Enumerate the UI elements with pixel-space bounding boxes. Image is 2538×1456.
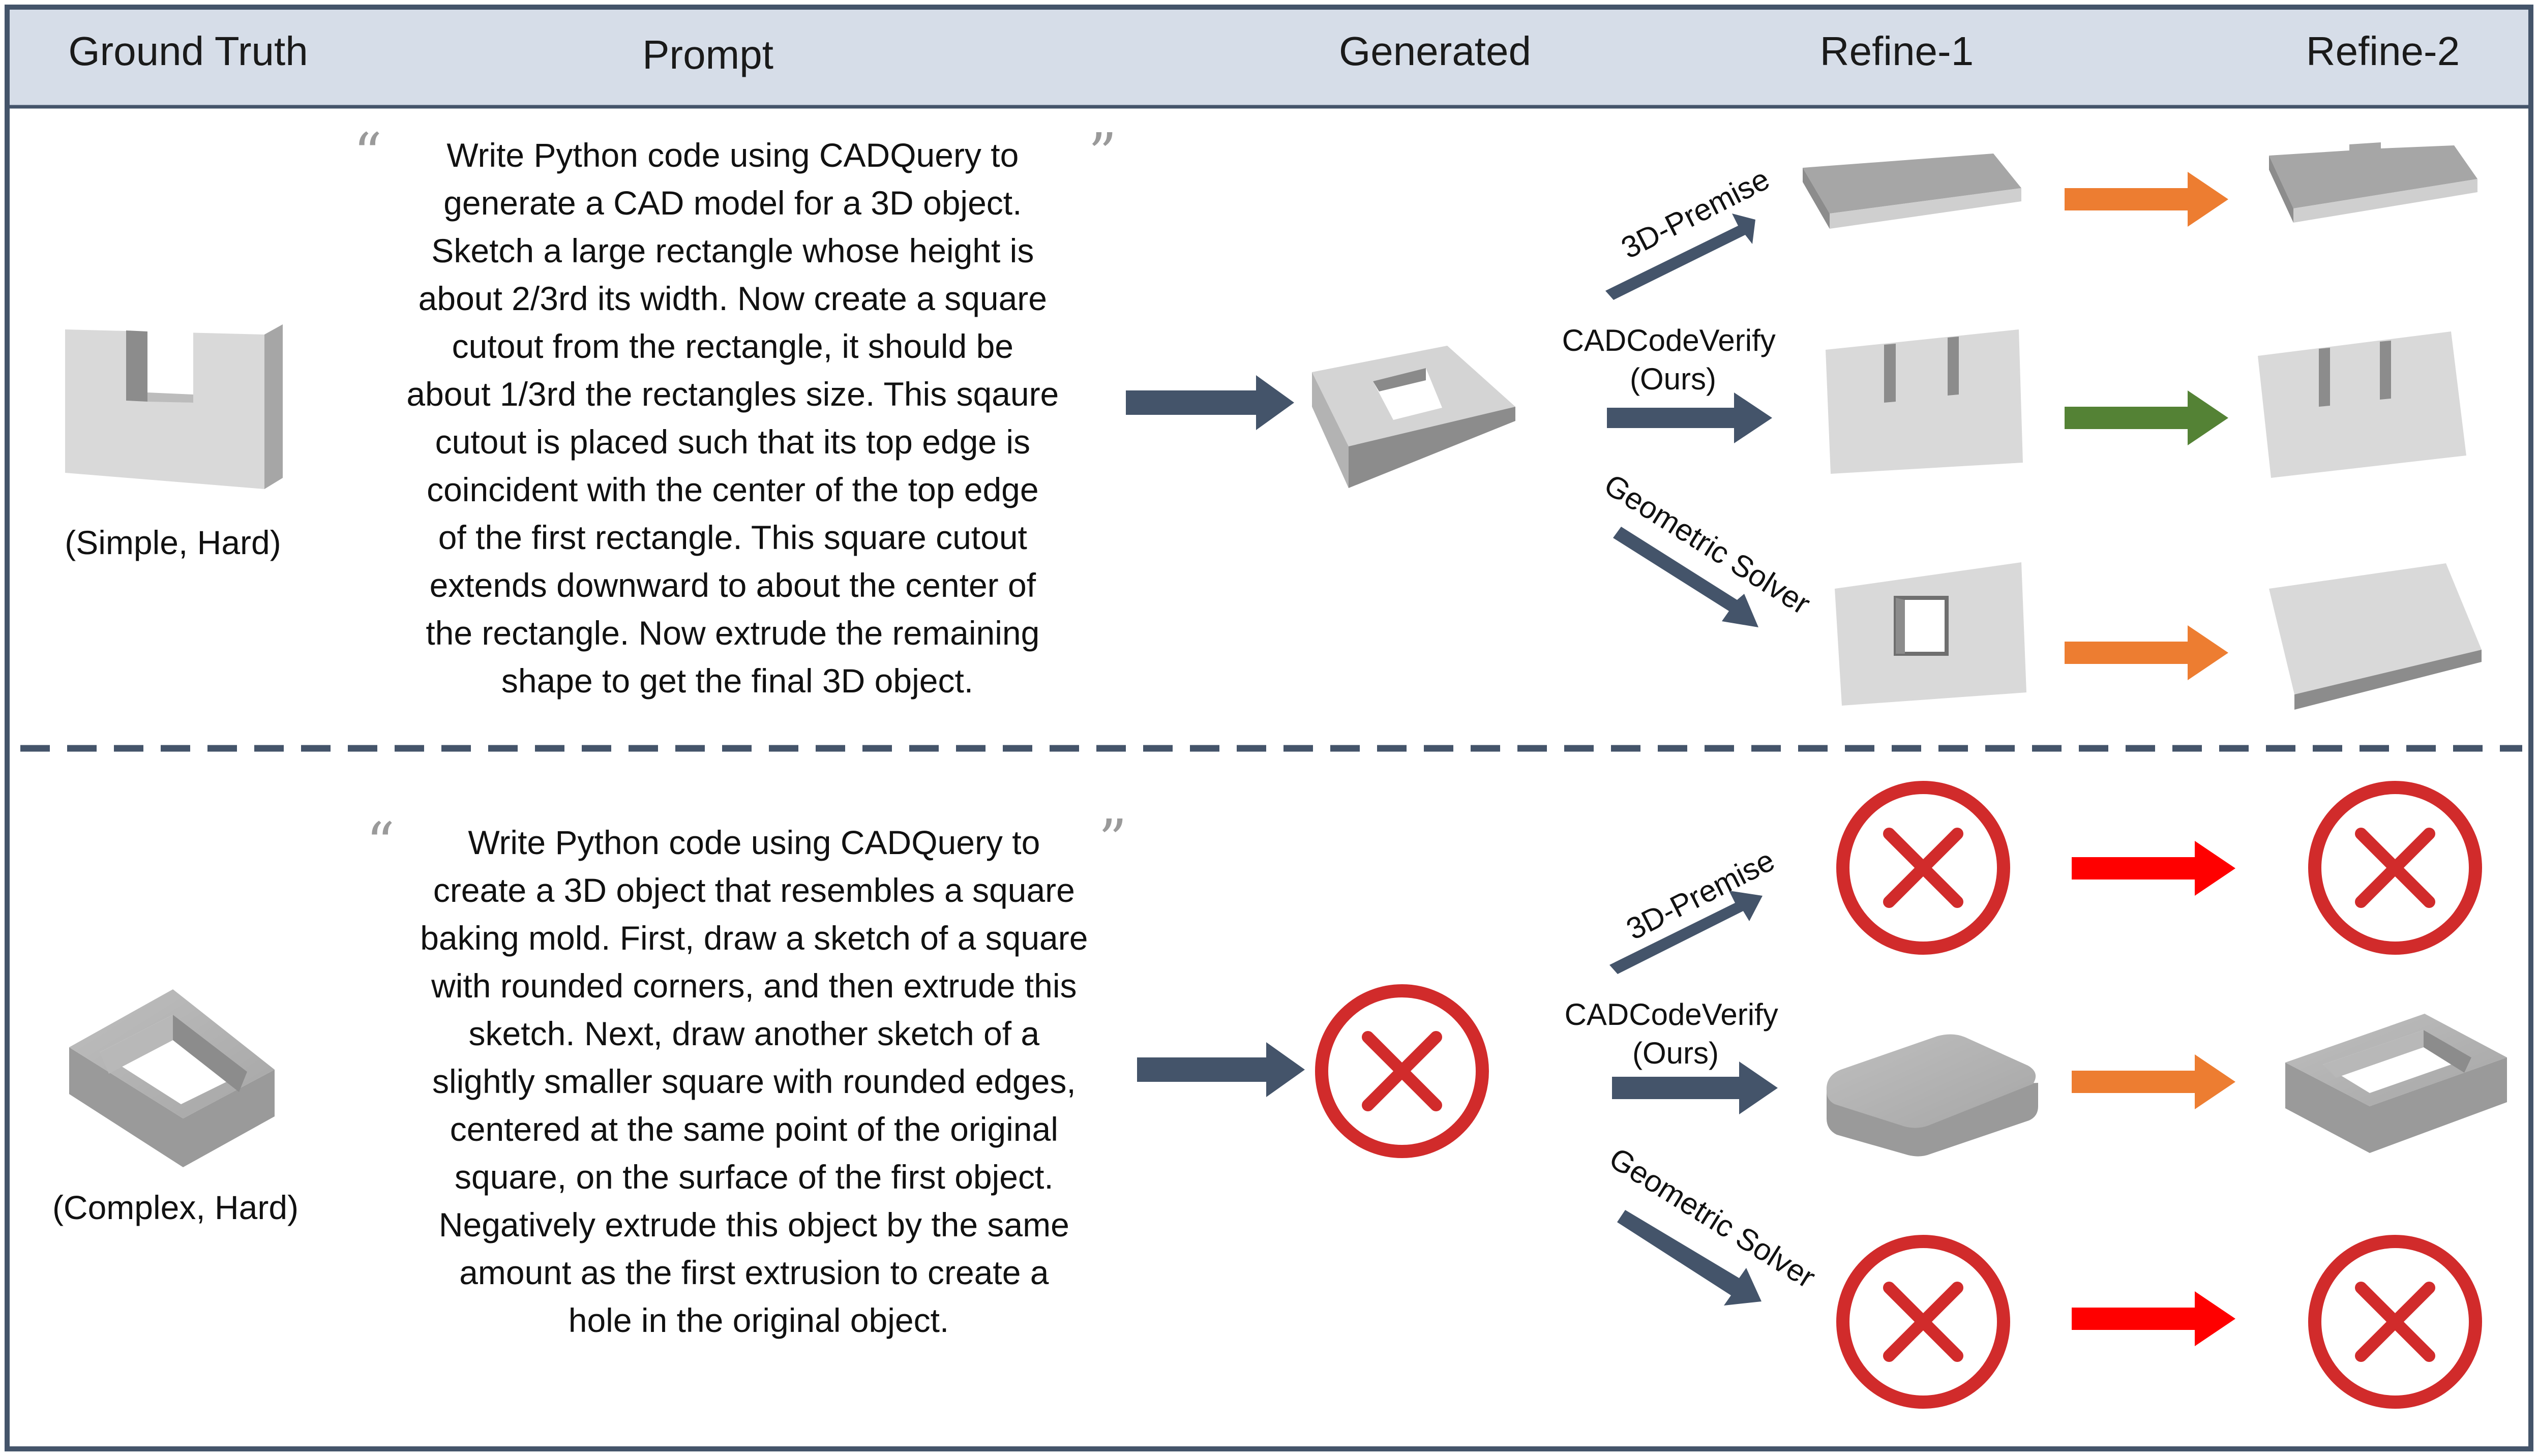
fail-icon [1836,1235,2010,1409]
prompt-line: cutout from the rectangle, it should be [452,327,1013,365]
square-hole-block-icon [1312,346,1515,488]
row1-close-quote: ” [1088,121,1117,186]
header-ground-truth: Ground Truth [68,28,308,74]
row2-close-quote: ” [1098,807,1127,872]
prompt-line: sketch. Next, draw another sketch of a [469,1015,1040,1052]
u-cutout-plate-icon [1826,329,2023,474]
prompt-line: cutout is placed such that its top edge … [435,423,1030,461]
row1-prompt: Write Python code using CADQuery to gene… [406,136,1068,700]
prompt-line: Sketch a large rectangle whose height is [431,232,1034,269]
prompt-line: the rectangle. Now extrude the remaining [426,614,1039,652]
row2-method-label-cadcodeverify: CADCodeVerify (Ours) [1565,997,1787,1070]
thin-slab-notch-icon [1803,154,2021,229]
figure-border [5,5,2533,1451]
prompt-line: create a 3D object that resembles a squa… [433,871,1075,909]
row2-prompt: Write Python code using CADQuery to crea… [420,824,1097,1339]
prompt-line: square, on the surface of the first obje… [455,1158,1054,1196]
row2-refine-arrow-3d-premise [2072,841,2235,896]
method-label-line: CADCodeVerify [1562,323,1776,357]
plain-slab-icon [2269,563,2482,710]
row2-generate-arrow [1137,1042,1305,1097]
prompt-line: with rounded corners, and then extrude t… [431,967,1077,1005]
prompt-line: hole in the original object. [569,1301,949,1339]
row1-method-arrow-geometric-solver [1613,527,1758,627]
method-label-line: (Ours) [1632,1036,1719,1070]
prompt-line: Write Python code using CADQuery to [446,136,1019,174]
prompt-line: of the first rectangle. This square cuto… [438,519,1027,556]
row2-open-quote: “ [366,810,395,875]
row2-method-arrow-3d-premise [1609,891,1763,974]
row2-refine-arrow-geometric-solver [2072,1291,2235,1346]
row2-label: (Complex, Hard) [52,1189,298,1226]
fail-icon [1315,984,1489,1158]
prompt-line: centered at the same point of the origin… [450,1110,1058,1148]
row2-method-arrow-geometric-solver [1617,1210,1761,1306]
prompt-line: Write Python code using CADQuery to [468,824,1040,861]
prompt-line: about 1/3rd the rectangles size. This sq… [406,375,1059,413]
header-refine1: Refine-1 [1820,28,1974,74]
baking-mold-icon [2285,1014,2507,1153]
prompt-line: generate a CAD model for a 3D object. [443,184,1022,222]
row1-generate-arrow [1126,375,1294,430]
row1-label: (Simple, Hard) [65,524,281,561]
header-generated: Generated [1339,28,1531,74]
baking-mold-icon [69,989,275,1167]
rounded-slab-icon [1826,1034,2038,1157]
header-bar [7,7,2531,107]
prompt-line: slightly smaller square with rounded edg… [432,1063,1076,1100]
row1-method-arrow-3d-premise [1605,214,1755,300]
header-refine2: Refine-2 [2306,28,2460,74]
fail-icon [1836,781,2010,955]
method-label-line: CADCodeVerify [1565,997,1778,1032]
row1-refine-arrow-cadcodeverify [2065,390,2228,445]
prompt-line: baking mold. First, draw a sketch of a s… [420,919,1088,957]
row1-refine-arrow-geometric-solver [2065,625,2228,680]
method-label-line: (Ours) [1630,362,1716,396]
prompt-line: coincident with the center of the top ed… [427,471,1038,508]
prompt-line: extends downward to about the center of [430,566,1036,604]
header-prompt: Prompt [642,32,773,77]
square-hole-plate-icon [1835,562,2026,706]
fail-icon [2308,1235,2482,1409]
u-cutout-plate-icon [2258,331,2466,478]
row1-open-quote: “ [353,121,382,186]
u-cutout-block-icon [65,324,283,489]
row2-method-arrow-cadcodeverify [1612,1061,1778,1114]
row1-method-arrow-cadcodeverify [1607,392,1772,443]
fail-icon [2308,781,2482,955]
thin-slab-two-notch-icon [2269,142,2477,223]
prompt-line: Negatively extrude this object by the sa… [439,1206,1069,1243]
row2-refine-arrow-cadcodeverify [2072,1054,2235,1109]
prompt-line: amount as the first extrusion to create … [459,1254,1049,1291]
row1-refine-arrow-3d-premise [2065,172,2228,227]
prompt-line: shape to get the final 3D object. [501,662,973,700]
prompt-line: about 2/3rd its width. Now create a squa… [419,280,1047,317]
row1-method-label-cadcodeverify: CADCodeVerify (Ours) [1562,323,1784,396]
